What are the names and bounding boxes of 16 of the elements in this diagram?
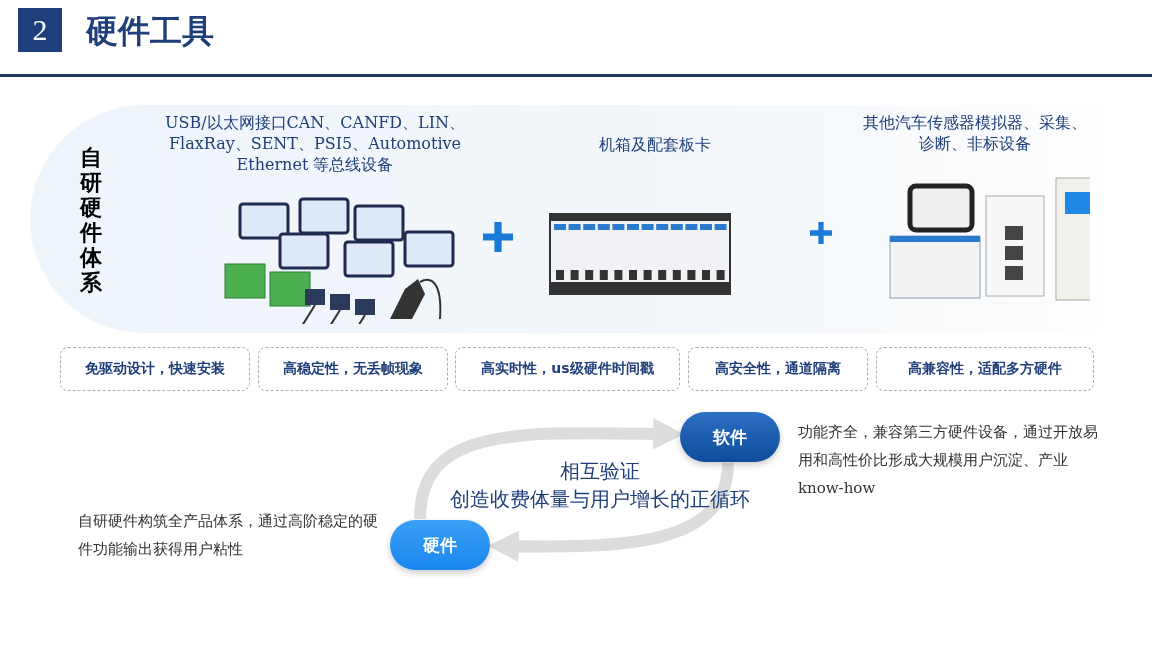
section-number: 2 (18, 8, 62, 52)
feature-box: 高兼容性，适配多方硬件 (876, 347, 1094, 391)
description-text: 功能齐全，兼容第三方硬件设备，通过开放易用和高性价比形成大规模用户沉淀、产业know-how (798, 422, 1099, 499)
cycle-title: 相互验证 (559, 458, 641, 485)
product-caption: USB/以太网接口CAN、CANFD、LIN、FlaxRay、SENT、PSI5、Automotive Ethernet 等总线设备 (163, 112, 467, 175)
software-pill: 软件 (680, 412, 780, 462)
description-text: 自研硬件构筑全产品体系，通过高阶稳定的硬件功能输出获得用户粘性 (78, 511, 378, 560)
feature-box: 高实时性，us级硬件时间戳 (455, 347, 680, 391)
feature-box: 高稳定性，无丢帧现象 (258, 347, 448, 391)
feature-box: 高安全性，通道隔离 (688, 347, 868, 391)
product-caption: 其他汽车传感器模拟器、采集、诊断、非标设备 (862, 112, 1088, 154)
feature-box: 免驱动设计，快速安装 (60, 347, 250, 391)
page-title: 硬件工具 (86, 11, 214, 52)
hardware-pill: 硬件 (390, 520, 490, 570)
category-label: 自研硬件体系 (80, 145, 103, 295)
product-caption: 机箱及配套板卡 (598, 134, 712, 155)
